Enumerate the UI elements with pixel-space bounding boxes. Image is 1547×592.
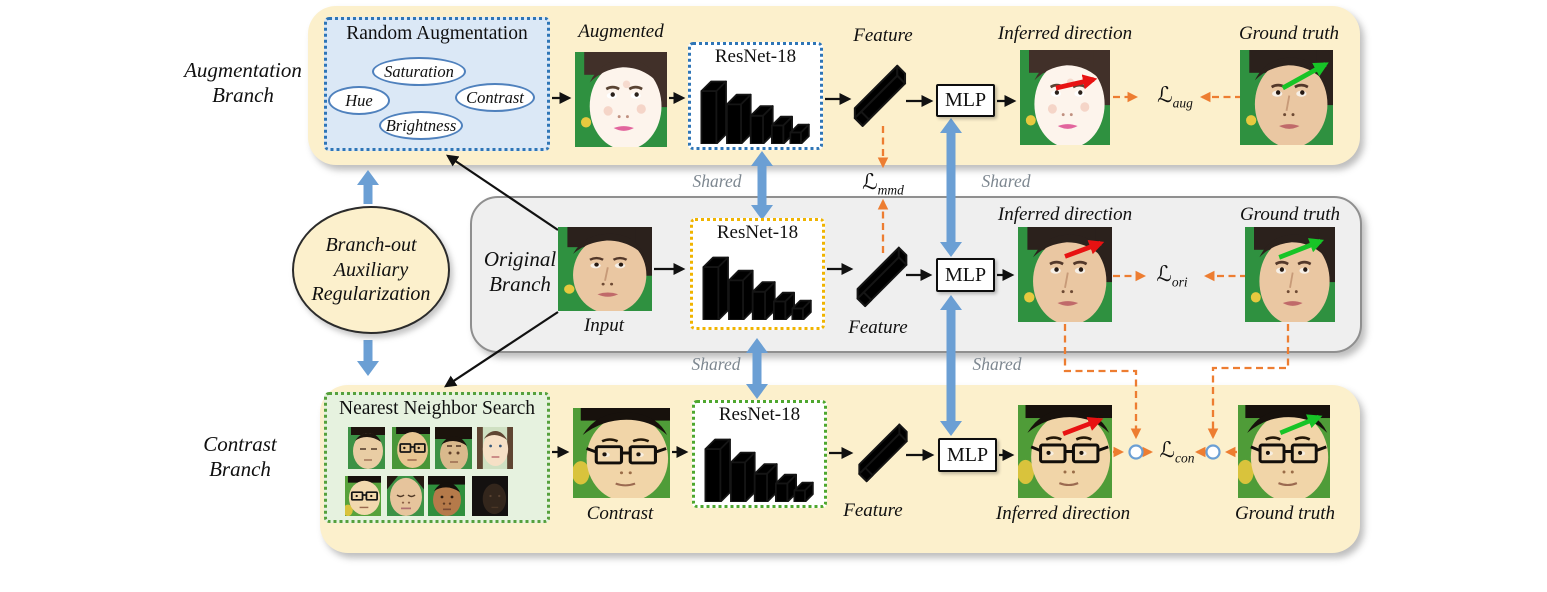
resnet18-bottom-box: ResNet-18	[692, 400, 827, 508]
resnet18-top-box: ResNet-18	[688, 42, 823, 150]
feature-bar-icon-yellow	[848, 243, 918, 313]
ground-truth-face-bottom	[1238, 405, 1330, 498]
loss-ori-label: ℒori	[1122, 262, 1222, 290]
nns-thumbnail-4	[477, 427, 513, 469]
nns-thumbnail-8	[472, 476, 508, 516]
contrast-image-label: Contrast	[586, 503, 654, 524]
inferred-face-bottom	[1018, 405, 1112, 498]
input-face-image	[558, 227, 652, 311]
op-ellipse-contrast: Contrast	[455, 83, 535, 112]
regularizer-arrow-down	[357, 340, 379, 376]
input-image-label: Input	[583, 315, 625, 336]
mlp-bottom-label: MLP	[946, 443, 989, 466]
regularizer-line3: Regularization	[311, 283, 431, 306]
inferred-direction-bottom-label: Inferred direction	[995, 503, 1131, 524]
ground-truth-bottom-label: Ground truth	[1234, 503, 1336, 524]
mlp-bottom-box: MLP	[938, 438, 997, 472]
ground-truth-face-mid	[1245, 227, 1335, 322]
gaze-arrow-red-icon	[1064, 239, 1105, 259]
regularizer-line1: Branch-out	[325, 234, 417, 257]
op-ellipse-saturation: Saturation	[372, 57, 466, 86]
shared-label-resnet-bottom: Shared	[691, 354, 741, 374]
augmented-face-image	[575, 52, 667, 147]
feature-bar-icon-green	[849, 420, 919, 488]
contrast-face-image	[573, 408, 670, 498]
feature-top-label: Feature	[853, 25, 913, 46]
loss-mmd-label: ℒmmd	[833, 170, 933, 198]
cnn-blocks-icon-green	[701, 428, 819, 502]
inferred-direction-mid-label: Inferred direction	[997, 204, 1133, 225]
loss-mmd-symbol: ℒ	[862, 170, 878, 195]
nns-thumbnail-6	[387, 476, 424, 516]
gaze-arrow-green-icon	[1281, 62, 1329, 91]
augmentation-branch-label-line1: Augmentation	[184, 58, 302, 82]
ground-truth-mid-label: Ground truth	[1239, 204, 1341, 225]
op-ellipse-brightness: Brightness	[379, 111, 463, 140]
nearest-neighbor-search-title: Nearest Neighbor Search	[339, 398, 535, 419]
loss-mmd-sub: mmd	[877, 182, 904, 198]
op-contrast-label: Contrast	[466, 87, 524, 107]
loss-aug-symbol: ℒ	[1157, 83, 1173, 108]
op-ellipse-hue: Hue	[328, 86, 390, 115]
contrast-branch-label-line2: Branch	[209, 457, 271, 481]
original-branch-label-line1: Original	[483, 247, 557, 271]
loss-aug-sub: aug	[1172, 95, 1193, 111]
feature-bottom-label: Feature	[843, 500, 903, 521]
nns-thumbnail-3	[435, 427, 472, 469]
mlp-top-box: MLP	[936, 84, 995, 117]
nns-thumbnail-1	[348, 427, 385, 469]
regularizer-line2: Auxiliary	[333, 258, 409, 281]
augmented-image-label: Augmented	[578, 21, 664, 42]
op-saturation-label: Saturation	[384, 61, 454, 81]
loss-aug-label: ℒaug	[1125, 83, 1225, 111]
gaze-arrow-green-icon	[1278, 238, 1324, 260]
gaze-arrow-red-icon	[1055, 74, 1098, 91]
op-hue-label: Hue	[345, 90, 373, 110]
mlp-mid-label: MLP	[944, 263, 987, 286]
cnn-blocks-icon-yellow	[699, 246, 817, 320]
op-brightness-label: Brightness	[385, 115, 457, 135]
original-branch-label-line2: Branch	[489, 272, 551, 296]
feature-mid-label: Feature	[848, 317, 908, 338]
loss-ori-symbol: ℒ	[1156, 262, 1172, 287]
loss-con-label: ℒcon	[1127, 438, 1227, 466]
ground-truth-top-label: Ground truth	[1238, 23, 1340, 44]
resnet18-top-label: ResNet-18	[714, 46, 797, 67]
cnn-blocks-icon-blue	[697, 70, 815, 144]
mlp-mid-box: MLP	[936, 258, 995, 292]
loss-con-sub: con	[1175, 450, 1195, 466]
loss-con-symbol: ℒ	[1159, 438, 1176, 463]
original-branch-label: Original Branch	[455, 247, 585, 297]
augmentation-branch-label-line2: Branch	[212, 83, 274, 107]
shared-label-resnet-top: Shared	[692, 171, 742, 191]
inferred-face-top	[1020, 50, 1110, 145]
ground-truth-face-top	[1240, 50, 1333, 145]
nns-thumbnail-7	[428, 476, 465, 516]
shared-label-mlp-top: Shared	[981, 171, 1031, 191]
inferred-face-mid	[1018, 227, 1112, 322]
nns-thumbnail-2	[392, 427, 430, 469]
feature-bar-icon-blue	[845, 60, 917, 134]
nns-thumbnail-5	[345, 476, 381, 516]
loss-ori-sub: ori	[1171, 274, 1188, 290]
resnet18-mid-label: ResNet-18	[716, 222, 799, 243]
branch-out-regularization-ellipse: Branch-out Auxiliary Regularization	[292, 206, 450, 334]
inferred-direction-top-label: Inferred direction	[997, 23, 1133, 44]
mlp-top-label: MLP	[944, 89, 987, 111]
resnet18-bottom-label: ResNet-18	[718, 404, 801, 425]
shared-label-mlp-bottom: Shared	[972, 354, 1022, 374]
regularizer-arrow-up	[357, 170, 379, 204]
augmentation-branch-label: Augmentation Branch	[148, 58, 338, 108]
random-augmentation-title: Random Augmentation	[346, 23, 528, 44]
contrast-branch-label: Contrast Branch	[165, 432, 315, 482]
contrast-branch-label-line1: Contrast	[203, 432, 277, 456]
resnet18-mid-box: ResNet-18	[690, 218, 825, 330]
